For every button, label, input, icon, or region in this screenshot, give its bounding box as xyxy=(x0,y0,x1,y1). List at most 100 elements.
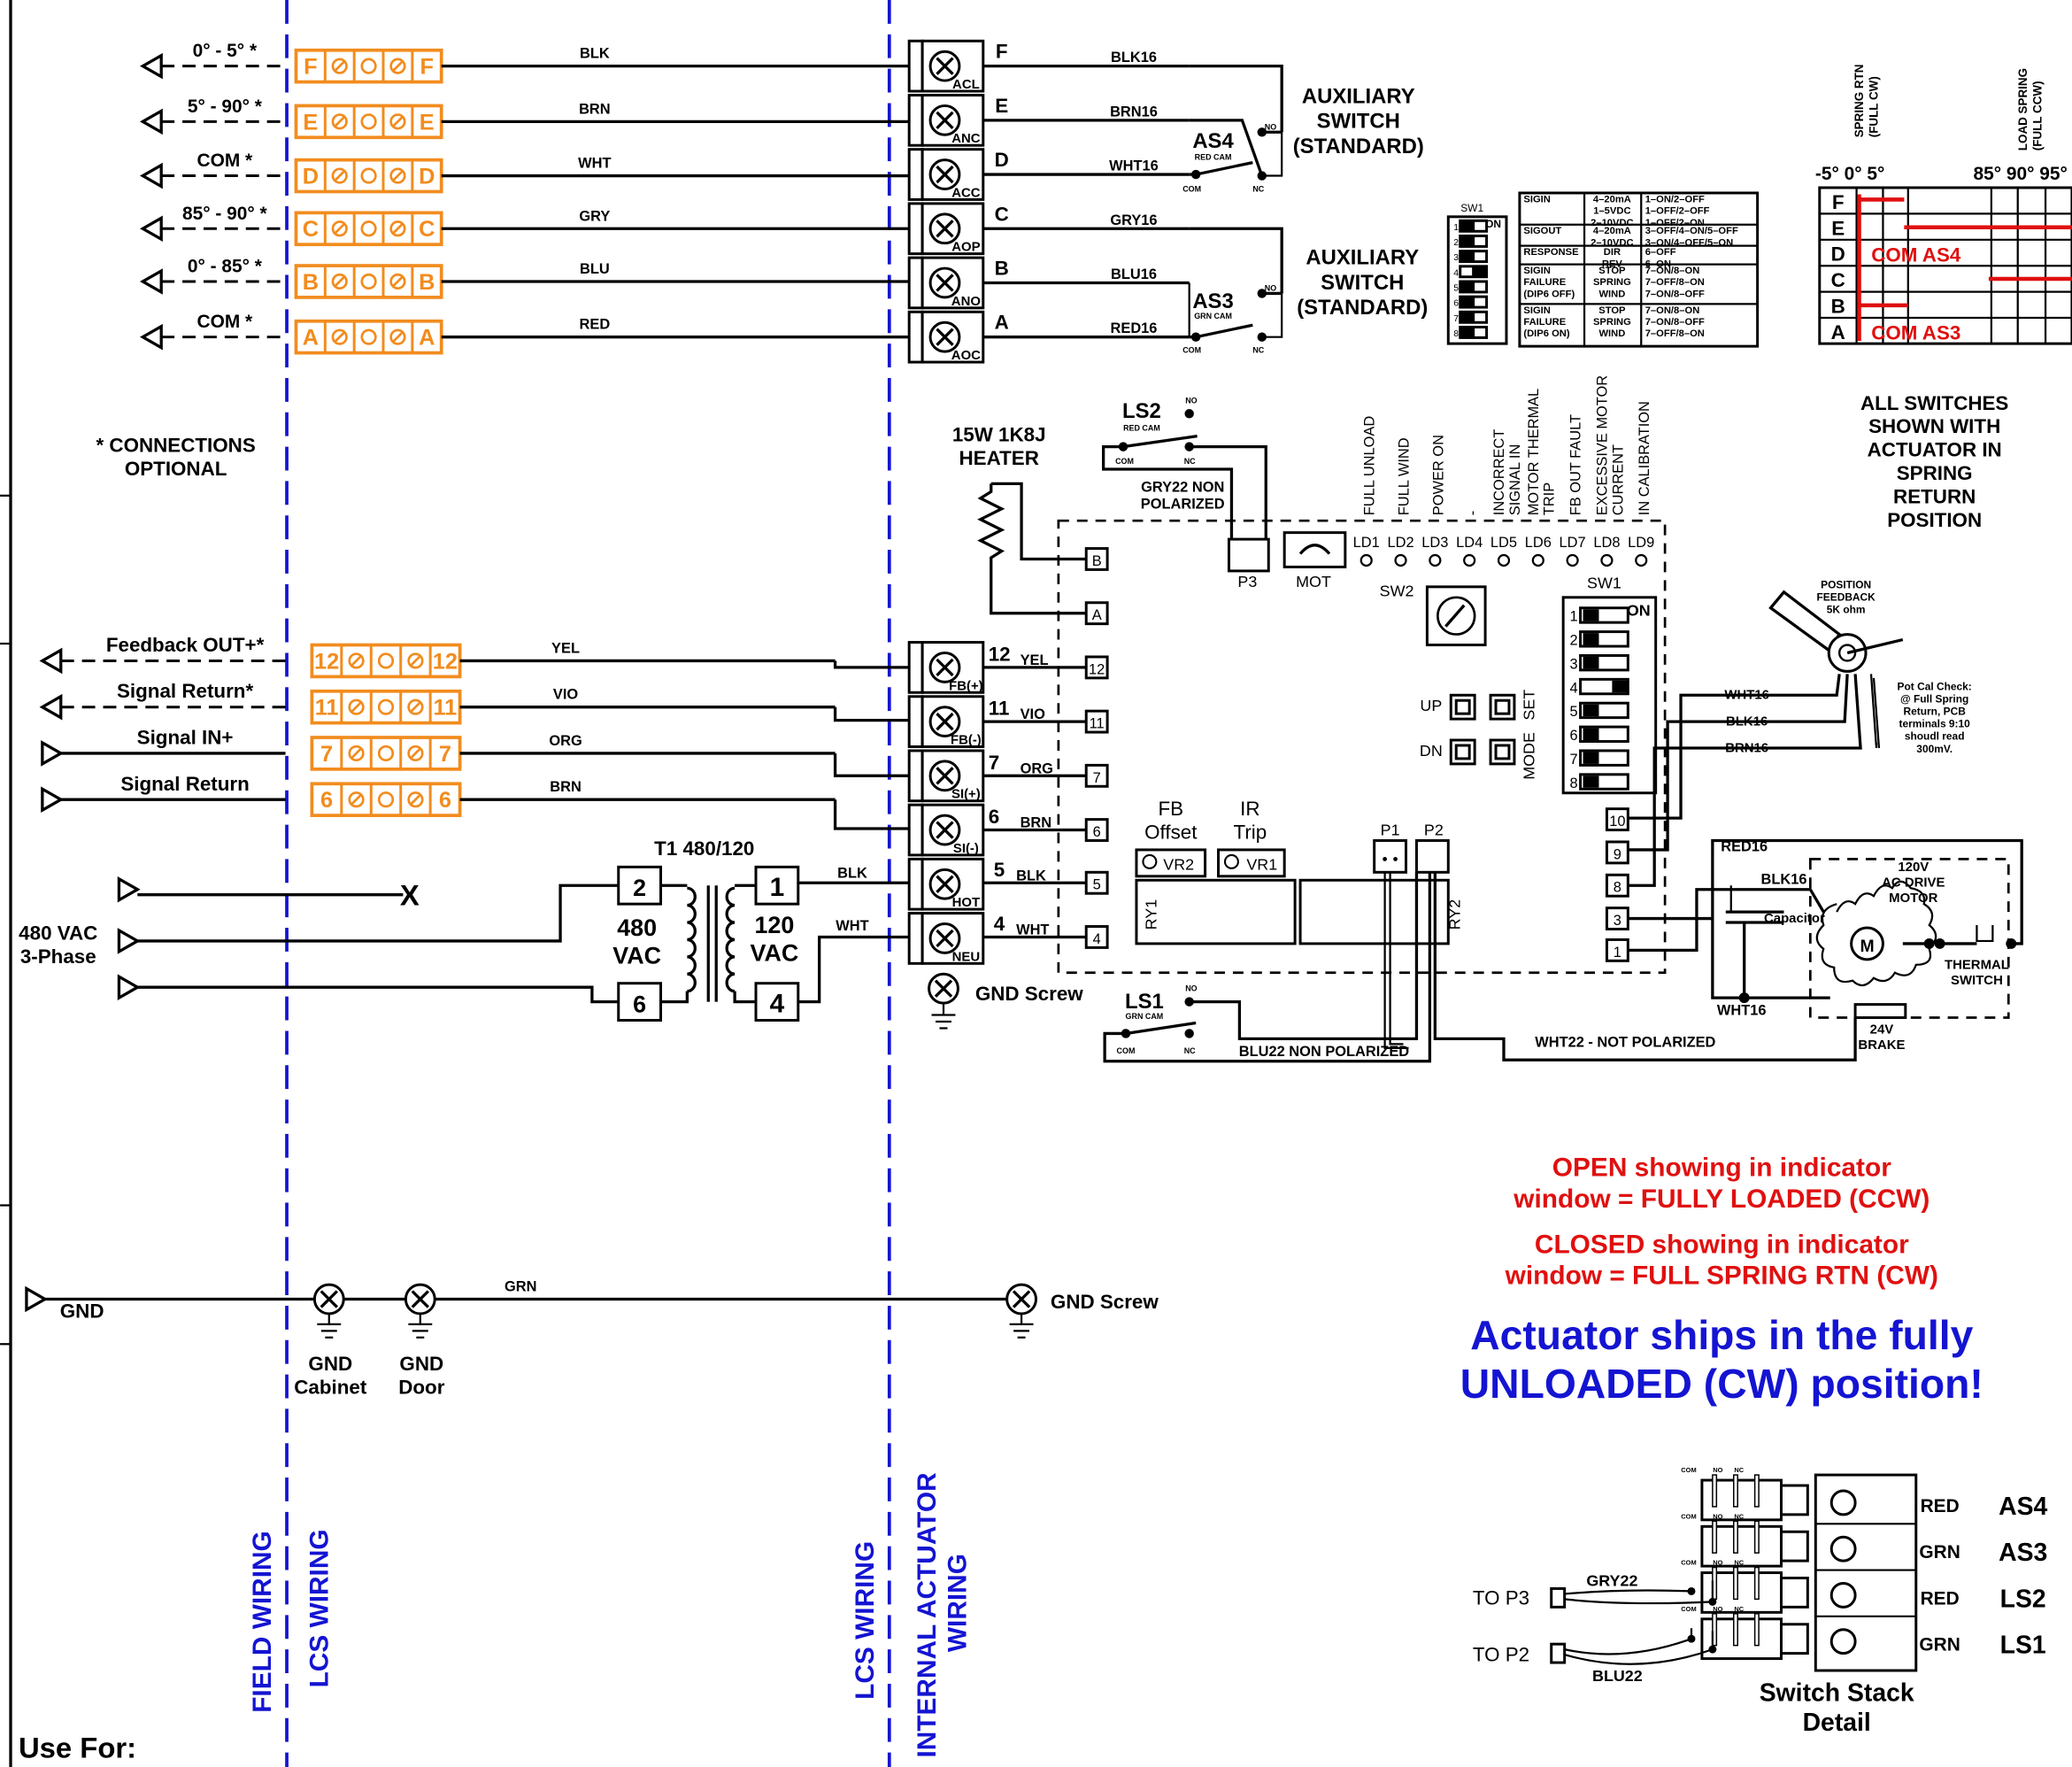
terminal-screw-icon xyxy=(360,58,377,74)
terminal-id: 12 xyxy=(314,649,339,674)
microswitch-tab xyxy=(1712,1613,1718,1647)
dip-number: 7 xyxy=(1570,752,1578,768)
ls2-wire xyxy=(1189,444,1267,540)
terminal-screw-slash xyxy=(334,331,345,343)
terminal-id: 6 xyxy=(439,788,451,813)
wire-color-label: GRY22 xyxy=(1586,1571,1637,1589)
terminal-id: A xyxy=(303,326,319,351)
actuator-terminal-id: 7 xyxy=(989,752,999,774)
terminal-screw-slash xyxy=(392,331,404,343)
led-icon xyxy=(1531,553,1544,567)
dip-table-toggle xyxy=(1460,281,1475,292)
set-button-face xyxy=(1494,698,1511,715)
transformer-terminal-id: 6 xyxy=(633,992,646,1018)
wire-color-label: GRN xyxy=(1919,1542,1960,1563)
wire-color-label: VIO xyxy=(1021,706,1046,722)
p1-wire xyxy=(1383,872,1409,1049)
screw-slash xyxy=(936,274,954,292)
dip-number: 1 xyxy=(1570,609,1578,625)
led-icon xyxy=(1566,553,1579,567)
aux-switch-name: AS3 xyxy=(1192,289,1233,313)
terminal-id: C xyxy=(419,217,435,242)
terminal-id: B xyxy=(303,270,319,295)
arrow-icon xyxy=(117,928,141,954)
brake-icon xyxy=(1853,1003,1907,1020)
actuator-terminal-id: B xyxy=(995,258,1009,280)
wire-color-label: BLK16 xyxy=(1111,50,1157,66)
led-function-label: FB OUT FAULT xyxy=(1568,414,1584,515)
terminal-screw-icon xyxy=(360,113,377,130)
connector-label: P1 xyxy=(1381,822,1400,839)
pcb-terminal-id: 4 xyxy=(1093,931,1101,947)
contact-label: NC xyxy=(1734,1466,1744,1474)
dip-table-number: 8 xyxy=(1453,329,1459,339)
relay-ry1 xyxy=(1135,878,1297,945)
cam-icon xyxy=(1829,1489,1857,1516)
terminal-sub-label: AOP xyxy=(951,240,980,255)
limit-switch-name: LS1 xyxy=(1125,990,1164,1014)
field-terminal-label: 85° - 90° * xyxy=(182,204,268,224)
gnd-screw-label: GND Screw xyxy=(1051,1291,1159,1313)
actuator-terminal-rail xyxy=(907,148,924,201)
motor-outline xyxy=(1808,858,2010,1019)
led-label: LD8 xyxy=(1593,535,1620,551)
wire-color-label: RED16 xyxy=(1721,838,1768,854)
dip-table-cell: SIGIN xyxy=(1523,194,1550,204)
limit-switch-name: LS2 xyxy=(1122,399,1161,423)
microswitch-tab xyxy=(1733,1566,1738,1601)
phase-wire xyxy=(137,985,619,1004)
to-p3-label: TO P3 xyxy=(1473,1586,1529,1609)
aux-wire xyxy=(1261,293,1283,338)
arrow-icon xyxy=(117,876,141,903)
field-terminal-label: 5° - 90° * xyxy=(188,96,263,117)
dip-table-toggle xyxy=(1472,266,1487,277)
transformer-coil xyxy=(725,886,736,993)
terminal-id: 11 xyxy=(315,696,339,721)
terminal-screw-slash xyxy=(350,794,362,806)
actuator-terminal-rail xyxy=(907,695,924,748)
connector-p2 xyxy=(1414,838,1450,874)
switch-blade xyxy=(1195,323,1253,339)
pcb-terminal-id: 10 xyxy=(1609,814,1625,829)
junction-dot xyxy=(1934,938,1945,949)
junction-dot xyxy=(1687,1634,1696,1643)
cam-icon xyxy=(1829,1581,1857,1609)
wire-color-label: BRN xyxy=(579,101,611,117)
wire-color-label: RED xyxy=(1921,1496,1960,1516)
connector-label: MOT xyxy=(1296,573,1331,590)
terminal-block xyxy=(310,736,462,771)
led-label: LD6 xyxy=(1525,535,1552,551)
arrow-icon xyxy=(117,974,141,1000)
actuator-terminal-rail xyxy=(907,912,924,965)
screw-slash xyxy=(936,821,954,839)
microswitch-tab xyxy=(1753,1566,1760,1601)
microswitch-tab xyxy=(1733,1520,1738,1554)
terminal-id: F xyxy=(420,55,434,80)
signal-wire xyxy=(833,706,910,722)
dip-toggle xyxy=(1583,656,1599,669)
contact-label: NO xyxy=(1265,283,1276,292)
zone-label-field-wiring: FIELD WIRING xyxy=(248,1531,277,1713)
terminal-screw-slash xyxy=(392,60,404,72)
aux-switch-name: AS4 xyxy=(1192,129,1234,153)
screw-slash xyxy=(411,1290,430,1308)
contact-label: COM xyxy=(1681,1559,1696,1567)
cam-chart: SPRING RTN(FULL CW)LOAD SPRING(FULL CCW)… xyxy=(1815,64,2072,531)
wire-color-label: YEL xyxy=(1021,652,1049,668)
led-function-label: CURRENT xyxy=(1610,444,1626,515)
switch-blade xyxy=(1195,161,1253,176)
pcb-terminal-id: 9 xyxy=(1614,846,1621,862)
wht16-wire xyxy=(1711,918,1830,999)
dip-table-sw1: SW1 xyxy=(1460,202,1483,214)
terminal-sub-label: FB(+) xyxy=(949,678,983,693)
